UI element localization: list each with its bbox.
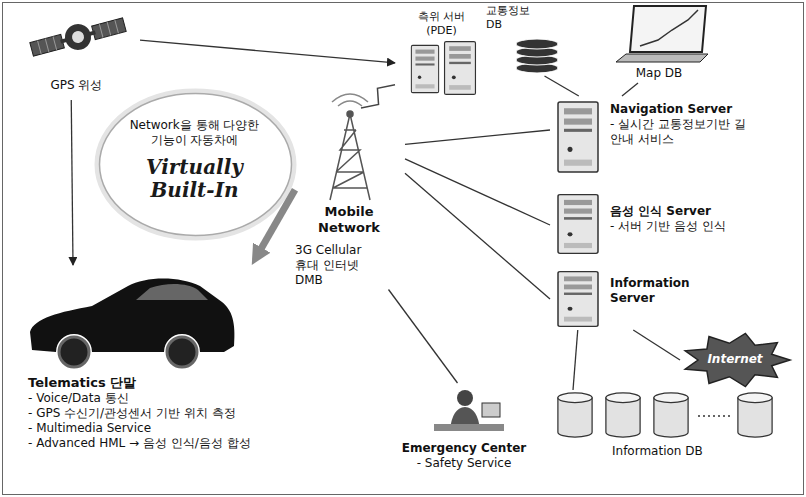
node-title: Emergency Center [390,441,538,456]
connector [389,290,458,384]
operator-icon [434,390,504,431]
traffic-database: 교통정보 DB [486,4,564,76]
map-database: Map DB [605,2,715,83]
bubble-outline [100,94,292,236]
node-text: 3G Cellular 휴대 인터넷 DMB [295,243,385,288]
node-text: - GPS 수신기/관성센서 기반 위치 측정 [28,406,291,421]
mobile-network: Mobile Network 3G Cellular 휴대 인터넷 DMB [295,108,405,290]
information-server: Information Server [550,268,735,330]
positioning-server: 측위 서버 (PDE) [395,10,490,98]
connector [71,100,73,265]
tower-icon [330,94,370,200]
node-title: Map DB [605,66,713,81]
internet-cloud: Internet [680,333,792,387]
node-text: - 실시간 교통정보기반 길 안내 서비스 [610,117,760,147]
node-title: Information DB [612,444,778,459]
connector [405,173,550,299]
node-title: GPS 위성 [15,78,138,93]
node-title: Mobile Network [309,204,389,237]
node-title: Telematics 단말 [28,375,291,391]
connector [633,330,680,360]
node-text: - Safety Service [390,456,538,471]
node-text: - Advanced HML → 음성 인식/음성 합성 [28,436,291,451]
db-stack-icon [516,39,558,73]
connector [140,40,395,63]
node-title: 교통정보 DB [486,4,538,32]
node-title: 측위 서버 (PDE) [411,10,473,38]
connector [545,76,579,96]
navigation-server: Navigation Server- 실시간 교통정보기반 길 안내 서비스 [550,96,790,181]
node-text: Virtually Built-In [132,156,257,202]
node-text: - Multimedia Service [28,421,291,436]
connector [405,130,550,144]
frame [3,3,804,495]
emergency-center: Emergency Center- Safety Service [390,383,540,483]
bubble-glow [98,92,294,238]
node-text: - Voice/Data 통신 [28,391,291,406]
satellite-icon [28,12,127,62]
speech-server: 음성 인식 Server- 서버 기반 음성 인식 [550,190,750,260]
node-title: Information Server [610,276,733,306]
connector [622,83,638,96]
car-icon [30,279,235,368]
node-title: Navigation Server [610,102,788,117]
node-title: Internet [680,352,790,367]
node-title: Network을 통해 다양한 기능이 자동차에 [126,118,264,148]
telematics-terminal: Telematics 단말- Voice/Data 통신- GPS 수신기/관성… [18,265,293,480]
database-group: Information DB [550,390,780,466]
node-title: 음성 인식 Server [610,204,748,219]
speech-bubble: Network을 통해 다양한 기능이 자동차에 Virtually Built-… [98,92,293,237]
connector [573,330,578,390]
connector [257,190,295,257]
laptop-icon [616,6,708,62]
node-text: - 서버 기반 음성 인식 [610,219,748,234]
connector [361,85,395,108]
satellite-node: GPS 위성 [15,8,140,100]
